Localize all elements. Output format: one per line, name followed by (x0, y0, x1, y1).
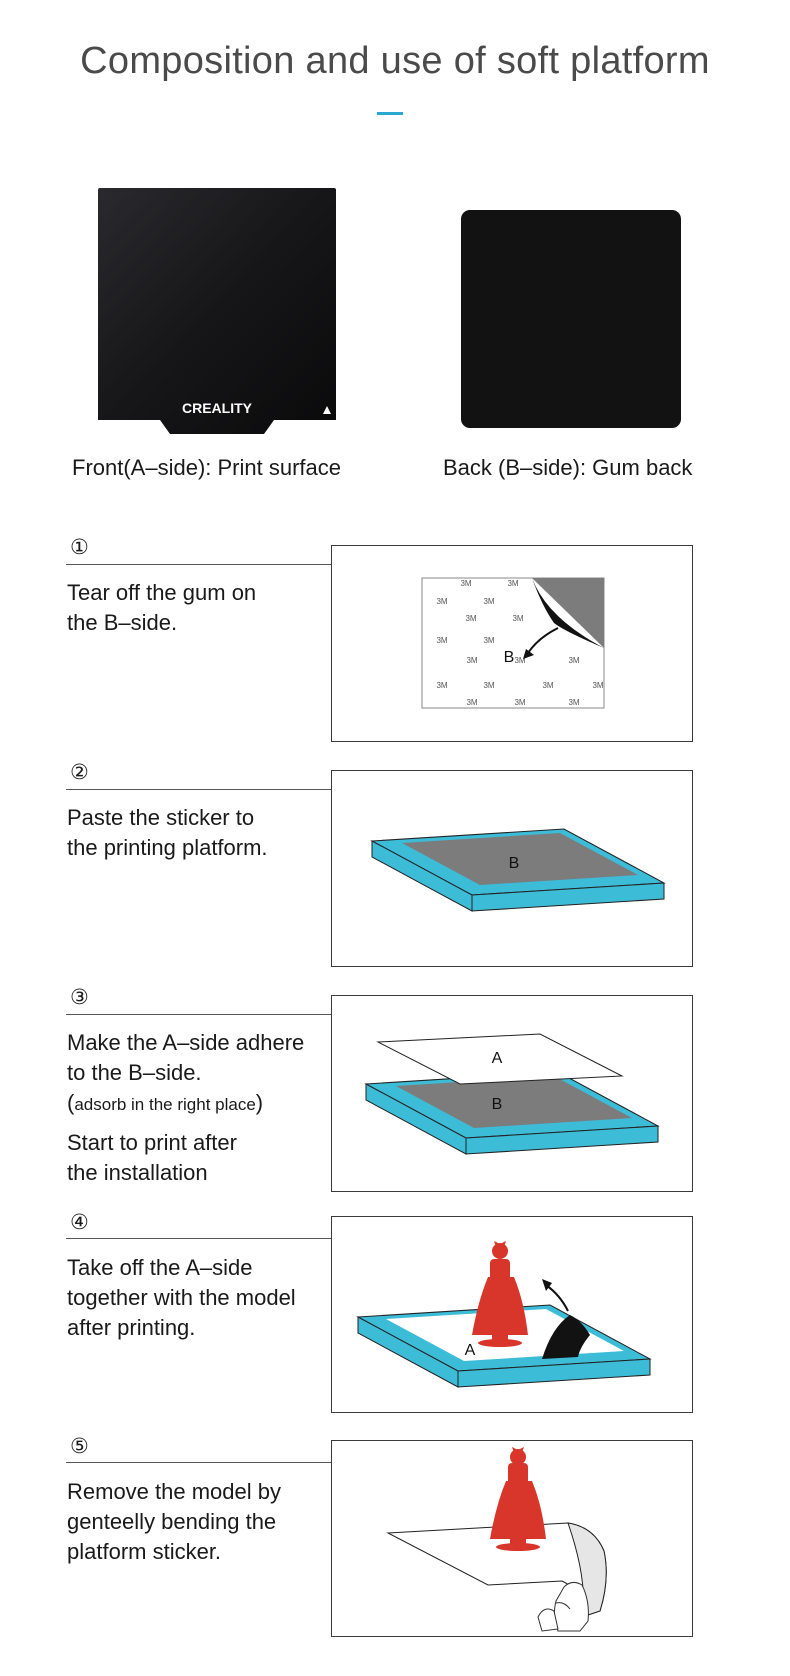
back-panel-image (461, 210, 681, 428)
step-5-rule (66, 1462, 362, 1463)
step-1-number: ① (70, 536, 89, 559)
step-3-rule (66, 1014, 362, 1015)
step-3-description: Make the A–side adhere to the B–side. (a… (67, 1030, 305, 1185)
svg-text:3M: 3M (465, 614, 476, 623)
svg-text:3M: 3M (466, 656, 477, 665)
svg-text:3M: 3M (512, 614, 523, 623)
svg-text:3M: 3M (483, 636, 494, 645)
svg-text:3M: 3M (483, 597, 494, 606)
front-panel-image: CREALITY (98, 188, 336, 438)
svg-text:3M: 3M (436, 597, 447, 606)
step-4-rule (66, 1238, 362, 1239)
hand-icon (537, 1581, 589, 1632)
red-model-figure (472, 1241, 528, 1347)
3m-pattern: 3M 3M 3M 3M 3M 3M 3M 3M 3M 3M 3M 3M 3M 3M 3M 3M… (436, 579, 603, 707)
step-3-number: ③ (70, 986, 89, 1009)
label-b: B (492, 1096, 503, 1113)
svg-text:3M: 3M (514, 656, 525, 665)
svg-text:3M: 3M (514, 698, 525, 707)
peeled-corner-gray (532, 578, 604, 648)
svg-text:3M: 3M (466, 698, 477, 707)
svg-text:3M: 3M (542, 681, 553, 690)
step-5-description: Remove the model by genteelly bending th… (67, 1479, 281, 1564)
step-5-illustration (331, 1440, 693, 1637)
creality-mark-icon (323, 406, 331, 414)
step-4-illustration: A (331, 1216, 693, 1413)
step-4-description: Take off the A–side together with the mo… (67, 1255, 296, 1340)
title-accent-bar (377, 112, 403, 115)
red-model-figure (490, 1447, 546, 1551)
step-1-illustration: 3M 3M 3M 3M 3M 3M 3M 3M 3M 3M 3M 3M 3M 3M 3M 3M… (331, 545, 693, 742)
label-a: A (492, 1050, 503, 1067)
svg-text:3M: 3M (460, 579, 471, 588)
svg-text:3M: 3M (436, 681, 447, 690)
svg-text:3M: 3M (507, 579, 518, 588)
creality-logo: CREALITY (182, 400, 253, 416)
step-4-number: ④ (70, 1211, 89, 1234)
label-b: B (509, 855, 520, 872)
peel-arrow-icon (527, 627, 559, 654)
svg-text:3M: 3M (483, 681, 494, 690)
svg-text:3M: 3M (592, 681, 603, 690)
label-a: A (465, 1342, 476, 1359)
step-2-rule (66, 789, 362, 790)
step-1-description: Tear off the gum on the B–side. (67, 580, 257, 635)
step-5-number: ⑤ (70, 1435, 89, 1458)
label-b: B (504, 649, 515, 666)
front-caption: Front(A–side): Print surface (72, 455, 341, 480)
peeled-flap (542, 1315, 590, 1359)
step-2-illustration: B (331, 770, 693, 967)
step-2-description: Paste the sticker to the printing platfo… (67, 805, 268, 860)
svg-text:3M: 3M (568, 656, 579, 665)
step-1-rule (66, 564, 362, 565)
svg-text:3M: 3M (568, 698, 579, 707)
svg-text:3M: 3M (436, 636, 447, 645)
step-3-illustration: B A (331, 995, 693, 1192)
step-2-number: ② (70, 761, 89, 784)
page-title: Composition and use of soft platform (80, 40, 710, 82)
sheet-a (376, 1033, 624, 1085)
back-caption: Back (B–side): Gum back (443, 455, 693, 480)
